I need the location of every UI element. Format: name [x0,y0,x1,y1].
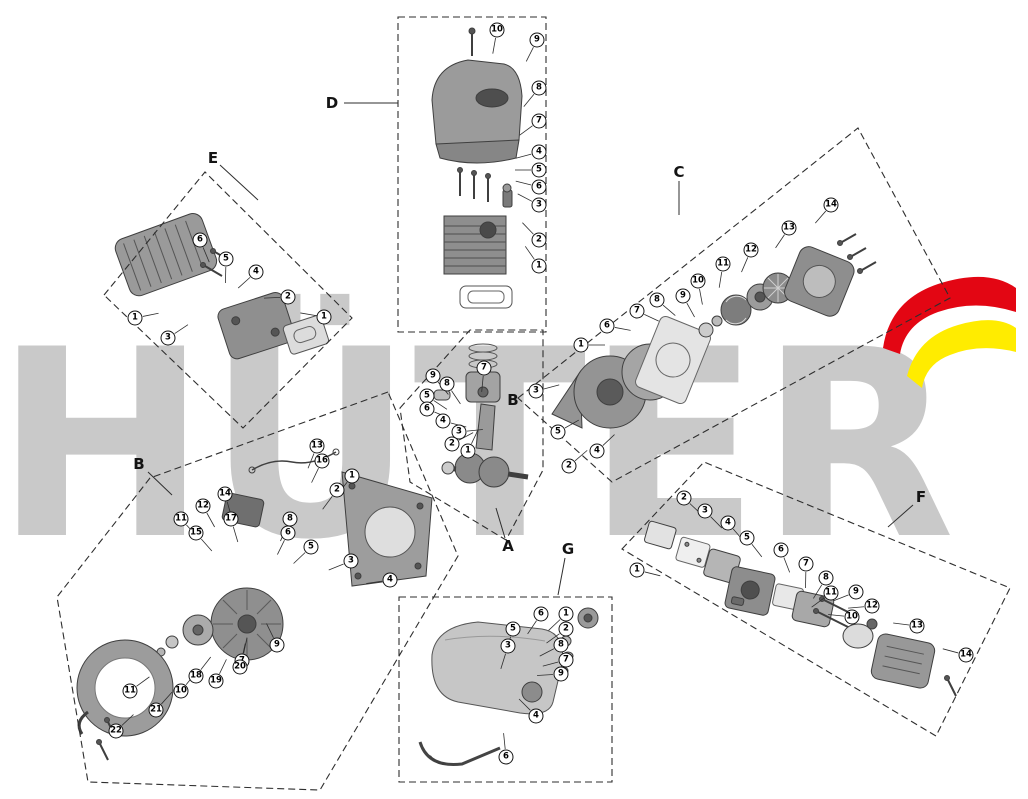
section-F-label-leader [887,504,914,528]
callout-G-7-leader [542,661,559,667]
callout-A-5-leader [433,400,448,410]
callout-F-8-leader [813,584,823,599]
part-art-carburetor-airfilter-assembly [643,520,957,697]
callout-G-2-leader [546,633,560,644]
callout-F-5-leader [751,544,763,558]
callout-C-8-leader [662,304,676,316]
section-G-outline [398,596,613,783]
callout-G-6-leader [527,620,537,635]
callout-A-8-leader [451,390,461,405]
callout-E-1-leader [142,312,159,317]
callout-E-4-leader [237,277,251,289]
section-E-label-leader [219,164,259,201]
callout-B-5-leader [293,552,306,564]
callout-B-16-leader [311,468,319,483]
section-G-label-leader [557,557,566,596]
callout-F-6-leader [783,557,791,573]
callout-B-13-leader [307,453,315,469]
callout-G-8-leader [539,648,555,657]
callout-B-17-leader [232,526,239,543]
callout-B-7-leader [243,637,248,654]
callout-B-21-leader [161,691,173,705]
callout-B-22-leader [121,714,134,726]
callout-D-1-leader [524,246,535,260]
callout-E-2-leader [264,296,281,299]
callout-A-3-leader [466,429,483,432]
callout-D-9-leader [525,46,534,62]
callout-G-9-leader [537,674,554,676]
callout-B-19-leader [219,659,227,674]
callout-C-4-leader [602,434,615,446]
callout-C-5-leader [564,419,580,429]
part-art-fuel-tank-assembly [418,607,599,767]
part-art-cylinder-cover-assembly [431,27,523,309]
callout-F-10-leader [828,614,845,617]
callout-G-4-leader [518,698,531,711]
callout-B-12-leader [206,512,215,528]
callout-G-3-leader [500,653,506,670]
callout-C-11-leader [718,271,723,288]
callout-D-8-leader [523,93,535,107]
callout-C-9-leader [686,302,695,318]
section-E-outline [103,171,353,429]
callout-F-13-leader [893,622,910,626]
part-art-muffler-assembly [114,213,330,360]
part-art-crankcase-clutch-assembly [551,233,877,429]
callout-D-4-leader [515,153,532,159]
callout-C-10-leader [699,288,703,305]
callout-B-3-leader [328,563,344,571]
callout-D-10-leader [492,37,496,54]
callout-F-11-leader [811,597,825,608]
callout-B-6-leader [277,539,285,555]
callout-B-4-leader [366,580,383,584]
brand-swoosh-logo [883,276,1016,388]
callout-C-12-leader [741,257,749,273]
callout-E-6-leader [202,247,210,263]
callout-B-10-leader [185,672,197,686]
callout-E-1-leader [300,312,317,317]
callout-D-2-leader [522,222,534,235]
callout-D-7-leader [519,125,533,136]
callout-C-3-leader [543,384,560,390]
callout-F-12-leader [848,606,865,609]
callout-E-3-leader [174,324,189,334]
callout-C-2-leader [574,450,588,462]
callout-B-18-leader [200,656,212,670]
callout-C-7-leader [644,314,659,322]
callout-B-11-leader [136,676,150,687]
callout-G-6-leader [503,733,506,750]
section-A-outline [399,329,544,541]
section-C-outline [517,127,951,483]
callout-B-2-leader [322,496,333,510]
callout-B-9-leader [266,623,274,638]
section-D-outline [397,16,547,333]
callout-B-15-leader [200,538,213,552]
callout-C-6-leader [614,327,631,331]
callout-C-13-leader [775,234,785,249]
callout-D-3-leader [517,193,533,202]
callout-F-1-leader [644,571,661,577]
callout-A-7-leader [481,375,484,392]
callout-D-6-leader [515,180,532,186]
part-art-piston-crankshaft-assembly [433,343,529,488]
section-B-label-leader [147,471,173,496]
callout-G-1-leader [548,619,561,631]
callout-F-14-leader [942,648,959,654]
section-A-label-leader [495,507,506,539]
callout-A-1-leader [471,429,479,444]
callout-F-3-leader [710,516,723,529]
callout-C-14-leader [815,210,827,224]
section-B-outline [56,391,459,791]
